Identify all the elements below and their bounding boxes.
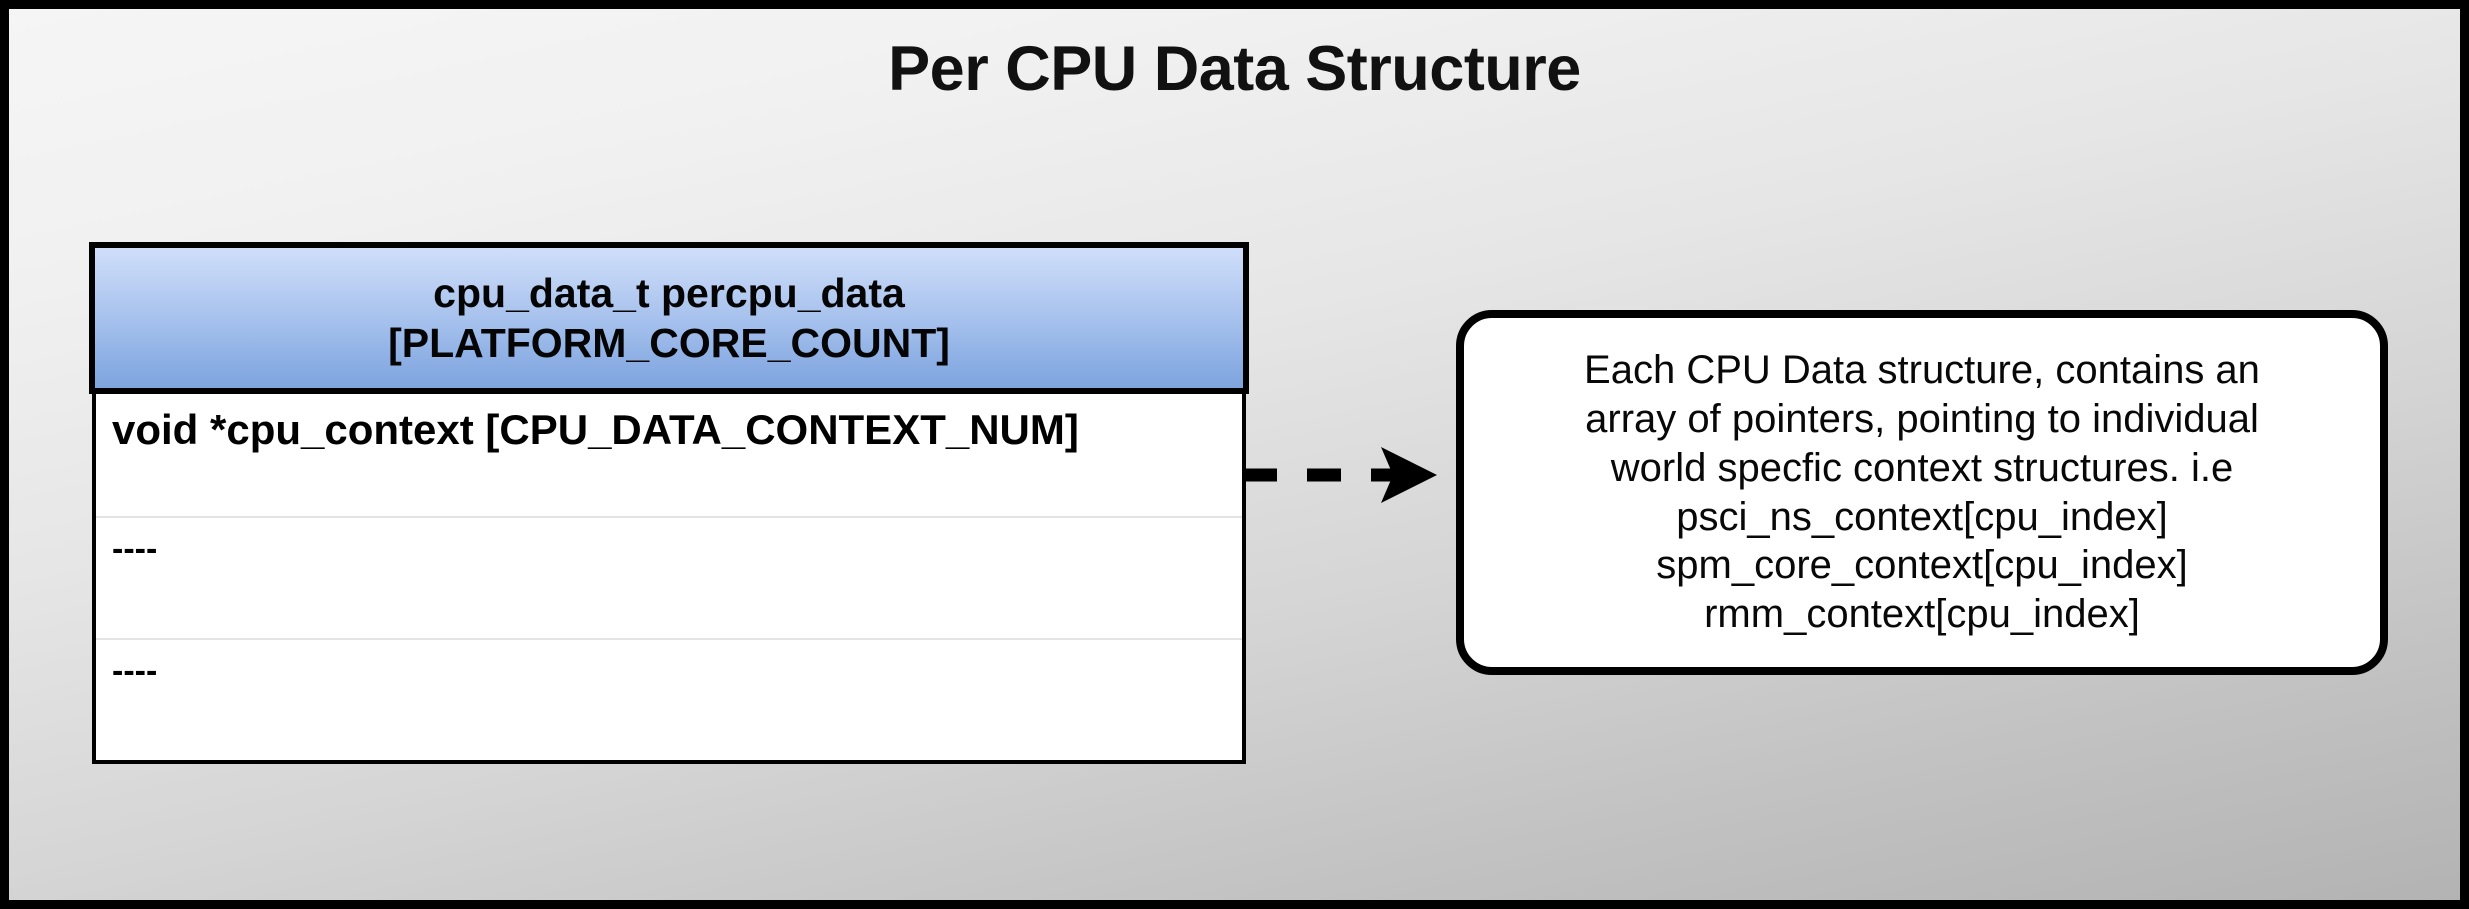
callout-line-4: psci_ns_context[cpu_index]	[1676, 494, 2168, 539]
page-title: Per CPU Data Structure	[888, 34, 1581, 104]
callout-line-3: world specfic context structures. i.e	[1610, 445, 2234, 490]
struct-field-placeholder-1: ----	[112, 530, 158, 568]
dashed-arrow-connector	[1241, 439, 1446, 511]
struct-table-header: cpu_data_t percpu_data [PLATFORM_CORE_CO…	[89, 242, 1249, 394]
struct-field-placeholder-2: ----	[112, 652, 158, 690]
callout-line-2: array of pointers, pointing to individua…	[1585, 396, 2259, 441]
struct-header-line-1: cpu_data_t percpu_data	[433, 269, 905, 316]
struct-table-body: void *cpu_context [CPU_DATA_CONTEXT_NUM]…	[92, 394, 1246, 764]
callout-line-1: Each CPU Data structure, contains an	[1584, 348, 2260, 393]
callout-line-6: rmm_context[cpu_index]	[1704, 592, 2140, 637]
table-row: ----	[96, 516, 1242, 638]
callout-note: Each CPU Data structure, contains an arr…	[1456, 310, 2388, 675]
table-row: void *cpu_context [CPU_DATA_CONTEXT_NUM]	[96, 394, 1242, 516]
callout-line-5: spm_core_context[cpu_index]	[1656, 543, 2188, 588]
percpu-data-struct-table: cpu_data_t percpu_data [PLATFORM_CORE_CO…	[89, 242, 1249, 764]
table-row: ----	[96, 638, 1242, 760]
struct-field-cpu-context: void *cpu_context [CPU_DATA_CONTEXT_NUM]	[112, 406, 1079, 453]
dashed-arrow-right-icon	[1243, 447, 1437, 503]
struct-header-line-2: [PLATFORM_CORE_COUNT]	[388, 320, 950, 366]
callout-note-text: Each CPU Data structure, contains an arr…	[1568, 346, 2276, 639]
